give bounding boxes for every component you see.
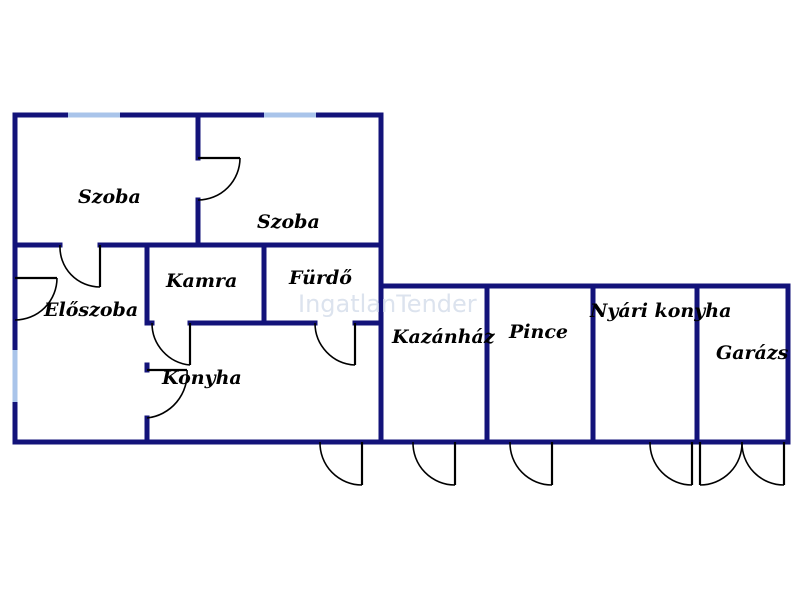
label-konyha: Konyha [161,367,242,389]
watermark-text: IngatlanTender [298,290,477,318]
door-exterior-kazanhaz [412,441,457,486]
door-exterior-konyha [319,441,364,486]
walls [12,112,791,445]
label-kamra: Kamra [165,270,237,292]
door-szoba-1 [59,244,102,288]
door-eloszoba-left [14,276,58,321]
label-eloszoba: Előszoba [43,299,138,321]
label-kazanhaz: Kazánház [391,326,496,348]
room-labels: Szoba Szoba Előszoba Kamra Fürdő Konyha … [43,186,789,389]
label-pince: Pince [508,321,568,343]
label-nyari-konyha: Nyári konyha [589,300,731,322]
door-konyha [146,368,188,419]
door-exterior-pince [509,441,554,486]
door-furdo [314,322,357,366]
door-exterior-garazs [698,441,786,486]
label-garazs: Garázs [716,342,789,364]
windows [12,112,316,402]
label-furdo: Fürdő [288,267,352,289]
label-szoba-1: Szoba [78,186,141,208]
doors [14,156,786,486]
annex-outline [378,283,791,445]
door-exterior-nyari-konyha [649,441,694,486]
label-szoba-2: Szoba [257,211,320,233]
door-szoba-2 [197,156,241,201]
door-kamra [151,322,192,366]
